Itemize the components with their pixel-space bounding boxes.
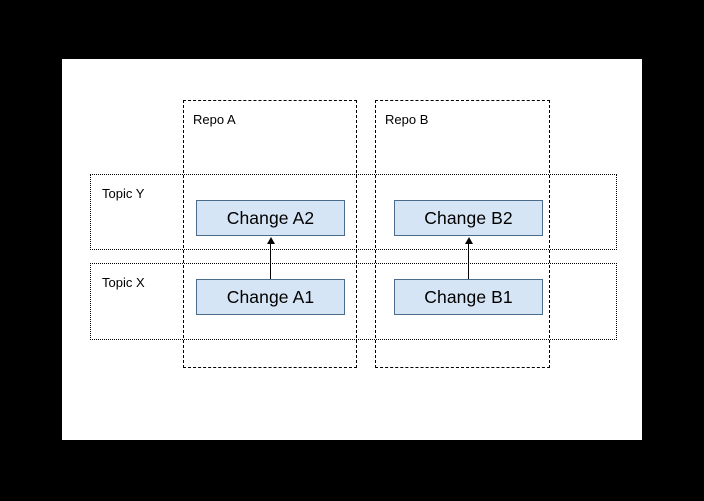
change-node-b2-label: Change B2 bbox=[424, 207, 513, 228]
change-node-a2[interactable]: Change A2 bbox=[196, 200, 345, 236]
topic-group-x[interactable]: Topic X bbox=[90, 263, 617, 340]
topic-group-x-label: Topic X bbox=[102, 275, 145, 290]
repo-group-b[interactable]: Repo B bbox=[375, 100, 550, 368]
change-node-b1-label: Change B1 bbox=[424, 286, 513, 307]
edge-a1-to-a2-arrowhead bbox=[266, 237, 275, 244]
change-node-a1-label: Change A1 bbox=[226, 286, 315, 307]
diagram-canvas: Topic Y Topic X Repo A Repo B Change A2 … bbox=[62, 59, 642, 440]
change-node-a1[interactable]: Change A1 bbox=[196, 279, 345, 315]
edge-a1-to-a2-line bbox=[270, 243, 272, 279]
edge-b1-to-b2-arrowhead bbox=[464, 237, 473, 244]
repo-group-a[interactable]: Repo A bbox=[183, 100, 357, 368]
repo-group-a-label: Repo A bbox=[193, 112, 236, 127]
change-node-a2-label: Change A2 bbox=[226, 207, 315, 228]
edge-b1-to-b2-line bbox=[468, 243, 470, 279]
change-node-b2[interactable]: Change B2 bbox=[394, 200, 543, 236]
repo-group-b-label: Repo B bbox=[385, 112, 429, 127]
change-node-b1[interactable]: Change B1 bbox=[394, 279, 543, 315]
topic-group-y-label: Topic Y bbox=[102, 186, 145, 201]
topic-group-y[interactable]: Topic Y bbox=[90, 174, 617, 250]
